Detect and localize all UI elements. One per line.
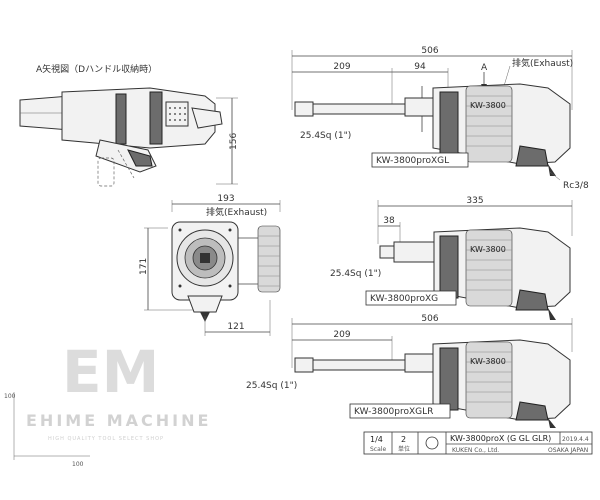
top-dim-mid: 94 (414, 62, 426, 72)
side-dim-height: 156 (229, 133, 239, 150)
top-square-drive: 25.4Sq (1") (300, 131, 351, 141)
mid-drawing: 335 38 KW-3800 25.4Sq (1") KW-3800proXG (330, 196, 573, 320)
bottom-body-text: KW-3800 (470, 357, 506, 366)
top-view-arrow: A (481, 63, 488, 73)
top-body-text: KW-3800 (470, 101, 506, 110)
bottom-model: KW-3800proXGLR (354, 407, 433, 417)
top-exhaust: 排気(Exhaust) (512, 57, 573, 69)
tb-date: 2019.4.4 (562, 436, 589, 443)
top-dim-left: 209 (333, 62, 350, 72)
bottom-drawing: 506 209 KW-3800 25.4Sq (1") KW-3800proXG… (246, 314, 573, 428)
front-dim-width: 193 (217, 194, 234, 204)
scale-marks: 100 100 (4, 392, 90, 468)
watermark-tagline: HIGH QUALITY TOOL SELECT SHOP (48, 436, 164, 442)
watermark: EM EHIME MACHINE HIGH QUALITY TOOL SELEC… (26, 338, 211, 442)
mid-dim-overall: 335 (466, 196, 483, 206)
watermark-name: EHIME MACHINE (26, 411, 211, 430)
top-dim-overall: 506 (421, 46, 438, 56)
mid-square-drive: 25.4Sq (1") (330, 269, 381, 279)
tb-sheet: 2 (401, 435, 406, 444)
tb-scale: 1/4 (370, 435, 383, 444)
scale-bottom: 100 (72, 461, 84, 468)
tb-sheet-caption: 単位 (398, 445, 410, 453)
top-inlet: Rc3/8 (563, 181, 589, 191)
front-dim-height: 171 (139, 258, 149, 275)
front-exhaust: 排気(Exhaust) (206, 206, 267, 218)
tb-scale-caption: Scale (370, 446, 386, 453)
watermark-logo: EM (62, 338, 159, 406)
front-dim-bottom: 121 (227, 322, 244, 332)
tb-company: KUKEN Co., Ltd. (452, 447, 499, 454)
company-logo-icon (425, 436, 439, 450)
scale-left: 100 (4, 393, 16, 400)
bottom-dim-left: 209 (333, 330, 350, 340)
bottom-square-drive: 25.4Sq (1") (246, 381, 297, 391)
mid-model: KW-3800proXG (370, 294, 438, 304)
top-drawing: 506 209 94 87 A 排気(Exhaust) KW-3800 25.4… (291, 46, 589, 191)
title-block: 1/4 Scale 2 単位 KW-3800proX (G GL GLR) 20… (363, 431, 593, 455)
mid-body-text: KW-3800 (470, 245, 506, 254)
mid-dim-left: 38 (383, 216, 395, 226)
bottom-dim-overall: 506 (421, 314, 438, 324)
side-view: 156 (19, 87, 239, 187)
top-model: KW-3800proXGL (376, 156, 449, 166)
tb-title: KW-3800proX (G GL GLR) (450, 434, 551, 443)
view-label: A矢視図（Dハンドル収納時） (36, 63, 157, 75)
front-view: 193 排気(Exhaust) 171 121 (139, 194, 281, 336)
tb-location: OSAKA JAPAN (548, 447, 588, 454)
